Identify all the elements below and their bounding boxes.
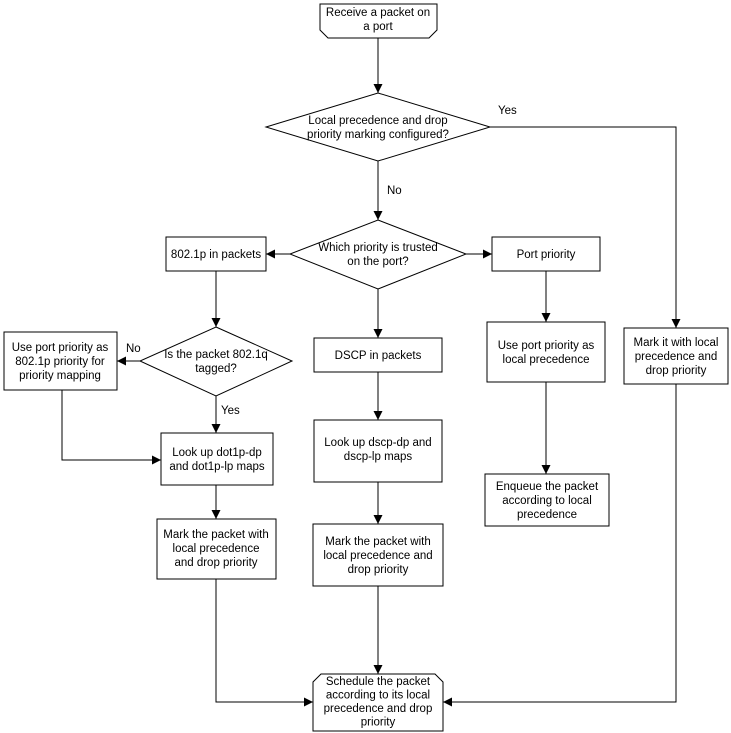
- box-use-port-as-local-label: Use port priority as local precedence: [498, 340, 595, 366]
- label-line: Is the packet 802.1q: [164, 349, 268, 361]
- label-line: Mark it with local: [634, 337, 719, 349]
- end-node: Schedule the packet according to its loca…: [312, 673, 444, 732]
- box-mark-mid-label: Mark the packet with local precedence and…: [323, 536, 432, 576]
- label-line: Mark the packet with: [163, 529, 268, 541]
- box-port-priority: Port priority: [491, 236, 601, 272]
- box-lookup-dot1p: Look up dot1p-dp and dot1p-lp maps: [160, 432, 274, 486]
- label-line: 802.1p in packets: [171, 249, 261, 261]
- label-yes-tagged: Yes: [221, 405, 240, 417]
- box-use-port-as-local: Use port priority as local precedence: [486, 321, 606, 383]
- label-line: Mark the packet with: [325, 536, 430, 548]
- box-lookup-dscp: Look up dscp-dp and dscp-lp maps: [313, 419, 443, 483]
- label-line: precedence: [517, 509, 577, 521]
- box-dscp-label: DSCP in packets: [335, 350, 422, 362]
- label-line: priority: [361, 717, 396, 729]
- label-line: priority marking configured?: [307, 129, 449, 141]
- box-mark-left: Mark the packet with local precedence and …: [156, 518, 277, 580]
- box-lookup-dot1p-label: Look up dot1p-dp and dot1p-lp maps: [169, 447, 265, 473]
- label-line: tagged?: [195, 363, 237, 375]
- label-line: according to its local: [326, 690, 430, 702]
- label-no-configured: No: [387, 185, 402, 197]
- label-line: on the port?: [347, 256, 408, 268]
- label-no-tagged: No: [126, 343, 141, 355]
- box-use-port-as-8021p-label: Use port priority as 802.1p priority for p…: [12, 342, 109, 382]
- box-enqueue: Enqueue the packet according to local prec…: [484, 473, 610, 527]
- box-lookup-dscp-label: Look up dscp-dp and dscp-lp maps: [324, 437, 431, 463]
- box-mark-local: Mark it with local precedence and drop pri…: [623, 327, 729, 385]
- box-mark-mid: Mark the packet with local precedence and…: [312, 523, 444, 587]
- end-node-label: Schedule the packet according to its loca…: [324, 676, 433, 729]
- label-line: Use port priority as: [12, 342, 109, 354]
- box-8021p-in-packets: 802.1p in packets: [165, 236, 267, 272]
- box-port-priority-label: Port priority: [517, 249, 576, 261]
- label-line: local precedence: [173, 543, 260, 555]
- edge-configured-yes-to-mark-local: [490, 126, 681, 328]
- start-node-label: Receive a packet on a port: [326, 7, 430, 33]
- edge-mark-left-to-end: [215, 579, 313, 707]
- start-node: Receive a packet on a port: [319, 3, 438, 39]
- label-line: according to local: [502, 495, 592, 507]
- label-line: drop priority: [348, 564, 409, 576]
- box-enqueue-label: Enqueue the packet according to local prec…: [496, 481, 599, 521]
- label-line: Local precedence and drop: [308, 115, 447, 127]
- label-line: Use port priority as: [498, 340, 595, 352]
- decision-configured: Local precedence and drop priority markin…: [264, 92, 492, 162]
- label-yes-configured: Yes: [498, 105, 517, 117]
- box-mark-local-label: Mark it with local precedence and drop pri…: [634, 337, 719, 377]
- label-line: Schedule the packet: [326, 676, 431, 688]
- decision-trusted-label: Which priority is trusted on the port?: [318, 242, 438, 268]
- label-line: Receive a packet on: [326, 7, 430, 19]
- label-line: dscp-lp maps: [344, 451, 413, 463]
- box-8021p-label: 802.1p in packets: [171, 249, 261, 261]
- label-line: and drop priority: [174, 557, 257, 569]
- label-line: local precedence: [503, 354, 590, 366]
- label-line: Look up dscp-dp and: [324, 437, 431, 449]
- label-line: DSCP in packets: [335, 350, 422, 362]
- flow-connectors: [61, 38, 681, 707]
- label-line: precedence and drop: [324, 703, 433, 715]
- label-line: local precedence and: [323, 550, 432, 562]
- decision-configured-label: Local precedence and drop priority markin…: [307, 115, 449, 141]
- label-line: priority mapping: [19, 370, 101, 382]
- label-line: Port priority: [517, 249, 576, 261]
- label-line: drop priority: [646, 365, 707, 377]
- decision-tagged-label: Is the packet 802.1q tagged?: [164, 349, 268, 375]
- box-use-port-as-8021p: Use port priority as 802.1p priority for p…: [3, 331, 118, 391]
- box-mark-left-label: Mark the packet with local precedence and …: [163, 529, 268, 569]
- decision-trusted: Which priority is trusted on the port?: [288, 219, 468, 290]
- label-line: 802.1p priority for: [15, 356, 105, 368]
- edge-use-port-to-lookup-dot1p: [61, 390, 161, 465]
- label-line: a port: [363, 21, 393, 33]
- label-line: Which priority is trusted: [318, 242, 438, 254]
- label-line: precedence and: [635, 351, 717, 363]
- box-dscp-in-packets: DSCP in packets: [313, 337, 443, 373]
- label-line: Enqueue the packet: [496, 481, 599, 493]
- label-line: and dot1p-lp maps: [169, 461, 265, 473]
- edge-mark-local-to-end: [443, 384, 677, 707]
- label-line: Look up dot1p-dp: [172, 447, 262, 459]
- decision-tagged: Is the packet 802.1q tagged?: [138, 326, 294, 397]
